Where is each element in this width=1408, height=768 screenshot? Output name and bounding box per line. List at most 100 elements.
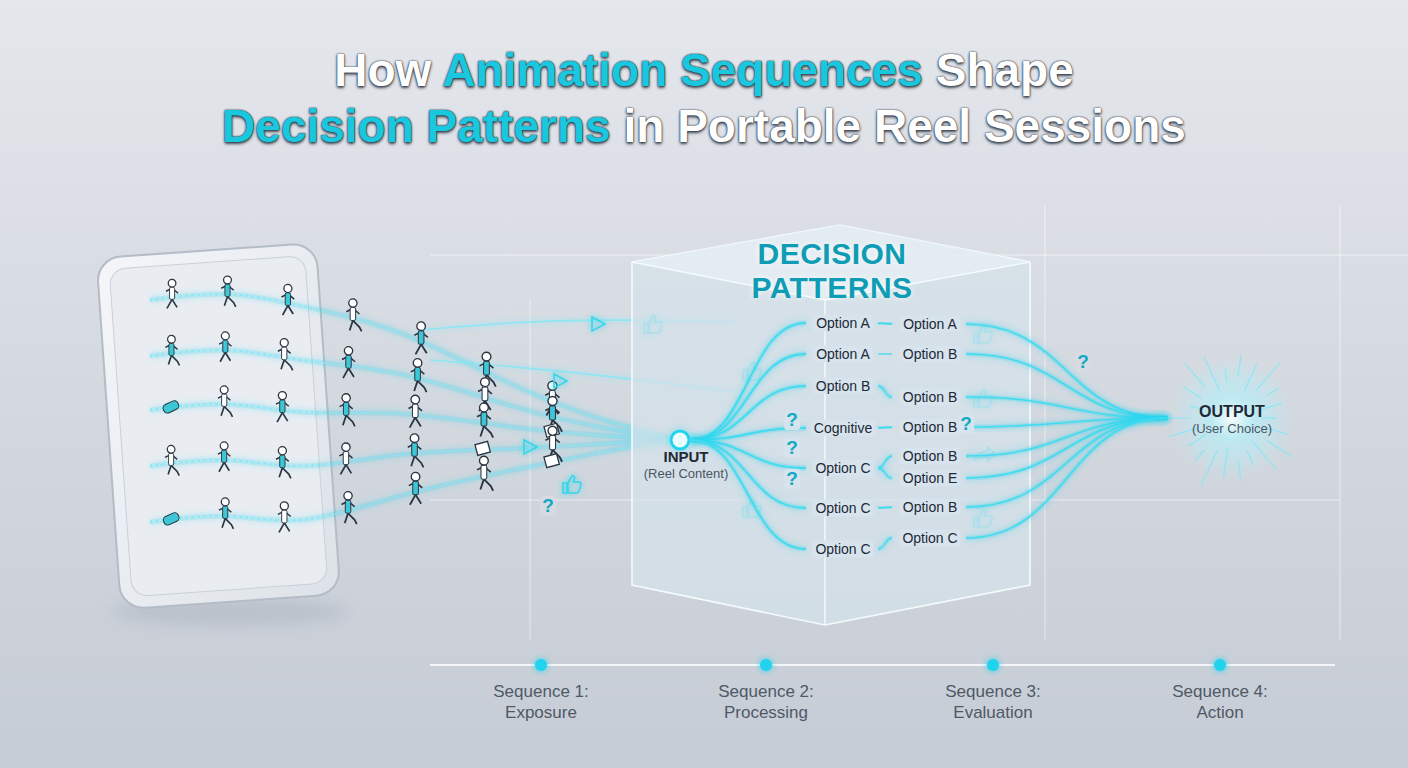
flow-trail: [150, 440, 680, 522]
stick-figure: [166, 279, 178, 308]
option-label: Option A: [813, 315, 873, 332]
fan-glow: [966, 354, 1168, 418]
fan-line: [966, 397, 1168, 418]
stick-figure: [218, 442, 230, 472]
burst-ray: [1152, 417, 1190, 418]
title-word: Shape: [936, 44, 1074, 96]
flow-glow: [150, 294, 680, 440]
fan-line: [878, 468, 892, 478]
box-icon: [544, 454, 559, 468]
fan-line: [966, 418, 1168, 427]
stick-figure: [409, 472, 423, 504]
sequence-label: Sequence 3: Evaluation: [941, 681, 1045, 723]
sequence-label: Sequence 4: Action: [1168, 681, 1272, 723]
stick-figure: [219, 498, 233, 529]
fan-line: [690, 386, 806, 440]
fan-line: [966, 354, 1168, 418]
flow-trail: [150, 294, 680, 440]
question-mark: ?: [1075, 352, 1091, 372]
node-subtext: (Reel Content): [634, 466, 738, 482]
fan-line: [966, 418, 1168, 478]
burst-ray: [1244, 363, 1256, 390]
box-icon: [544, 423, 559, 437]
fan-glow: [878, 468, 892, 478]
title: How Animation Sequences Shape Decision P…: [0, 42, 1408, 154]
burst-ray: [1238, 355, 1241, 377]
node-subtext: (User Choice): [1172, 421, 1292, 437]
burst-ray: [1223, 448, 1227, 478]
option-label: Option B: [900, 448, 960, 465]
fan-glow: [966, 397, 1168, 418]
fan-line: [878, 386, 892, 397]
option-label: Option B: [900, 346, 960, 363]
stick-figure: [480, 352, 496, 386]
play-icon: [592, 317, 605, 331]
question-mark: ?: [958, 414, 974, 434]
fan-glow: [966, 418, 1168, 456]
option-label: Option B: [900, 499, 960, 516]
option-label: Option B: [813, 378, 873, 395]
option-label: Option A: [900, 316, 960, 333]
cube-edge: [632, 262, 1030, 625]
fan-line: [878, 507, 892, 508]
burst-ray: [1204, 356, 1220, 391]
burst-ray: [1267, 388, 1279, 396]
fan-glow: [690, 323, 806, 440]
title-word: in: [623, 100, 664, 152]
fan-glow: [966, 418, 1168, 478]
stick-figure: [219, 332, 231, 362]
stick-figure: [276, 447, 291, 479]
burst-ray: [1247, 451, 1253, 464]
stick-figure: [411, 359, 427, 393]
fan-line: [966, 418, 1168, 538]
sequence-label: Sequence 2: Processing: [714, 681, 818, 723]
stick-figure: [477, 456, 493, 490]
stick-figure: [165, 445, 179, 475]
stick-figure: [339, 443, 352, 474]
fan-glow: [878, 323, 892, 324]
play-icon: [554, 374, 567, 388]
fan-glow: [966, 418, 1168, 507]
fan-line: [966, 418, 1168, 456]
option-label: Option C: [812, 500, 873, 517]
title-word: Reel: [874, 100, 971, 152]
stick-figure: [346, 299, 361, 332]
fan-glow: [878, 538, 892, 549]
burst-ray: [1188, 434, 1207, 446]
question-mark: ?: [784, 469, 800, 489]
node-heading: OUTPUT: [1172, 402, 1292, 421]
fan-line: [878, 456, 892, 468]
stick-figure: [341, 492, 356, 525]
question-mark: ?: [540, 496, 556, 516]
burst-ray: [1201, 451, 1217, 486]
burst-ray: [1252, 441, 1277, 470]
burst-ray: [1195, 450, 1204, 461]
stick-figure: [276, 392, 289, 423]
flow-glow: [150, 440, 680, 522]
burst-ray: [1183, 387, 1202, 399]
node-heading: DECISION PATTERNS: [722, 237, 942, 305]
fan-glow: [966, 418, 1168, 427]
capsule-icon: [162, 511, 180, 526]
fan-glow: [966, 418, 1168, 538]
title-word: Decision: [222, 100, 414, 152]
stick-figure: [165, 335, 179, 365]
fan-glow: [878, 507, 892, 508]
phone: [96, 243, 340, 609]
title-word: How: [334, 44, 431, 96]
title-word: Patterns: [427, 100, 611, 152]
fan-glow: [690, 386, 806, 440]
title-word: Animation: [442, 44, 667, 96]
fan-line: [878, 427, 892, 428]
option-label: Option A: [813, 346, 873, 363]
option-label: Option C: [812, 541, 873, 558]
stick-figure: [282, 284, 295, 315]
stick-figure: [408, 434, 424, 468]
fan-glow: [690, 354, 806, 440]
fan-line: [690, 354, 806, 440]
stick-figure: [340, 394, 355, 427]
option-label: Option E: [900, 470, 960, 487]
fan-line: [878, 323, 892, 324]
fan-glow: [878, 427, 892, 428]
